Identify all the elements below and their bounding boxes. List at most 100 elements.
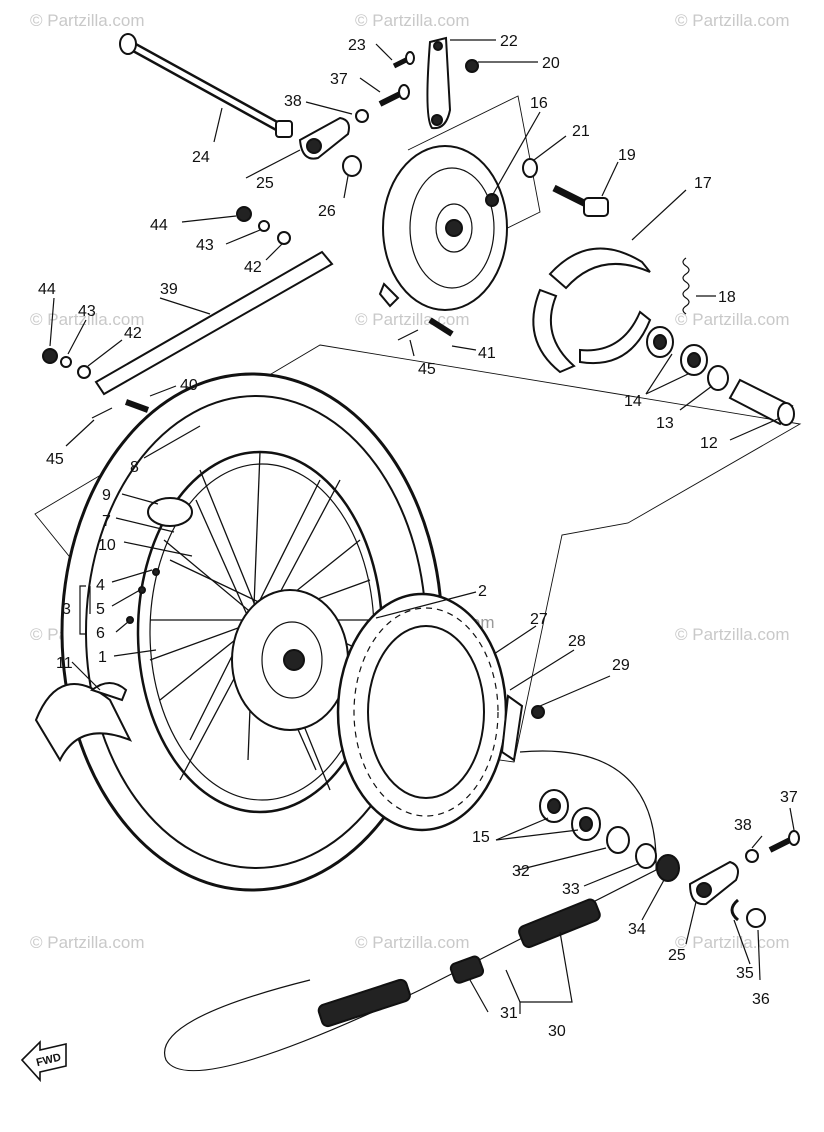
label-5: 5: [96, 601, 105, 618]
plate-35: [730, 898, 740, 922]
label-37: 37: [330, 71, 348, 88]
label-9: 9: [102, 487, 111, 504]
bolt-40: [124, 399, 150, 413]
watermark: © Partzilla.com: [355, 933, 470, 952]
chain-adjuster-top: [298, 116, 350, 160]
label-15: 15: [472, 829, 490, 846]
brake-camshaft-lever: [426, 36, 452, 130]
washer-42-left: [77, 365, 91, 379]
washer-43: [258, 220, 270, 232]
leader-lines: [49, 39, 795, 1014]
collar-33: [635, 843, 657, 869]
label-16: 16: [530, 95, 548, 112]
watermark: © Partzilla.com: [30, 310, 145, 329]
brake-shoes: [532, 247, 652, 374]
collar-26: [342, 155, 362, 177]
label-14: 14: [624, 393, 642, 410]
label-17: 17: [694, 175, 712, 192]
label-brace-3: [79, 585, 86, 635]
chain-adjuster-bottom: [688, 860, 739, 906]
label-41: 41: [478, 345, 496, 362]
label-42: 42: [244, 259, 262, 276]
label-30: 30: [548, 1023, 566, 1040]
label-13: 13: [656, 415, 674, 432]
washer-43-left: [60, 356, 72, 368]
bolt-37: [378, 84, 410, 107]
watermark: © Partzilla.com: [675, 625, 790, 644]
watermark: © Partzilla.com: [675, 310, 790, 329]
label-18: 18: [718, 289, 736, 306]
nut-44-left: [42, 348, 58, 364]
bolt-23: [392, 51, 415, 69]
rim-band: [147, 497, 193, 527]
watermark: © Partzilla.com: [30, 11, 145, 30]
oil-seal-13: [707, 365, 729, 391]
rear-sprocket: [336, 592, 508, 832]
drive-chain: [164, 750, 657, 1072]
lock-washer-28: [500, 694, 524, 762]
label-32: 32: [512, 863, 530, 880]
watermark: © Partzilla.com: [675, 11, 790, 30]
spoke-nipple: [152, 568, 160, 576]
label-4: 4: [96, 577, 105, 594]
label-29: 29: [612, 657, 630, 674]
nut-44: [236, 206, 252, 222]
label-45-left: 45: [46, 451, 64, 468]
label-44: 44: [150, 217, 168, 234]
cotter-pin-45-left: [91, 407, 113, 419]
label-1: 1: [98, 649, 107, 666]
brake-tension-bar: [94, 250, 334, 396]
part-number-labels: 1 2 3 4 5 6 7 8 9 10 11 12 13 14 15 16 1…: [38, 33, 798, 1040]
cotter-pin-45: [397, 329, 419, 341]
label-33: 33: [562, 881, 580, 898]
nut-38: [355, 109, 369, 123]
nut-36: [746, 908, 766, 928]
label-23: 23: [348, 37, 366, 54]
nut-29: [531, 705, 545, 719]
label-11: 11: [56, 655, 73, 672]
label-36: 36: [752, 991, 770, 1008]
brake-camshaft: [552, 184, 609, 217]
label-21: 21: [572, 123, 590, 140]
label-28: 28: [568, 633, 586, 650]
label-8: 8: [130, 459, 139, 476]
collar-34: [656, 854, 680, 882]
bolt-41: [428, 317, 454, 337]
label-38: 38: [284, 93, 302, 110]
label-45: 45: [418, 361, 436, 378]
label-7: 7: [102, 513, 111, 530]
watermark: © Partzilla.com: [355, 11, 470, 30]
label-43-left: 43: [78, 303, 96, 320]
label-40: 40: [180, 377, 198, 394]
fwd-label: FWD: [35, 1051, 62, 1069]
label-34: 34: [628, 921, 646, 938]
nut-20: [465, 59, 479, 73]
nut-38-bottom: [745, 849, 759, 863]
label-25: 25: [256, 175, 274, 192]
assembly-boundary: [34, 344, 802, 763]
label-43: 43: [196, 237, 214, 254]
watermark: © Partzilla.com: [355, 310, 470, 329]
watermark: © Partzilla.com: [30, 933, 145, 952]
collar-12: [728, 378, 795, 426]
label-22: 22: [500, 33, 518, 50]
label-24: 24: [192, 149, 210, 166]
label-2: 2: [478, 583, 487, 600]
label-25-bottom: 25: [668, 947, 686, 964]
label-27: 27: [530, 611, 548, 628]
axle: [119, 33, 293, 138]
label-12: 12: [700, 435, 718, 452]
label-3: 3: [62, 601, 71, 618]
label-20: 20: [542, 55, 560, 72]
label-19: 19: [618, 147, 636, 164]
label-31: 31: [500, 1005, 518, 1022]
label-6: 6: [96, 625, 105, 642]
brake-shoe-plate: [378, 145, 508, 311]
spoke-nipple: [126, 616, 134, 624]
washer-42: [277, 231, 291, 245]
label-37-bottom: 37: [780, 789, 798, 806]
washer-21: [522, 158, 538, 178]
bolt-37-bottom: [768, 830, 800, 853]
